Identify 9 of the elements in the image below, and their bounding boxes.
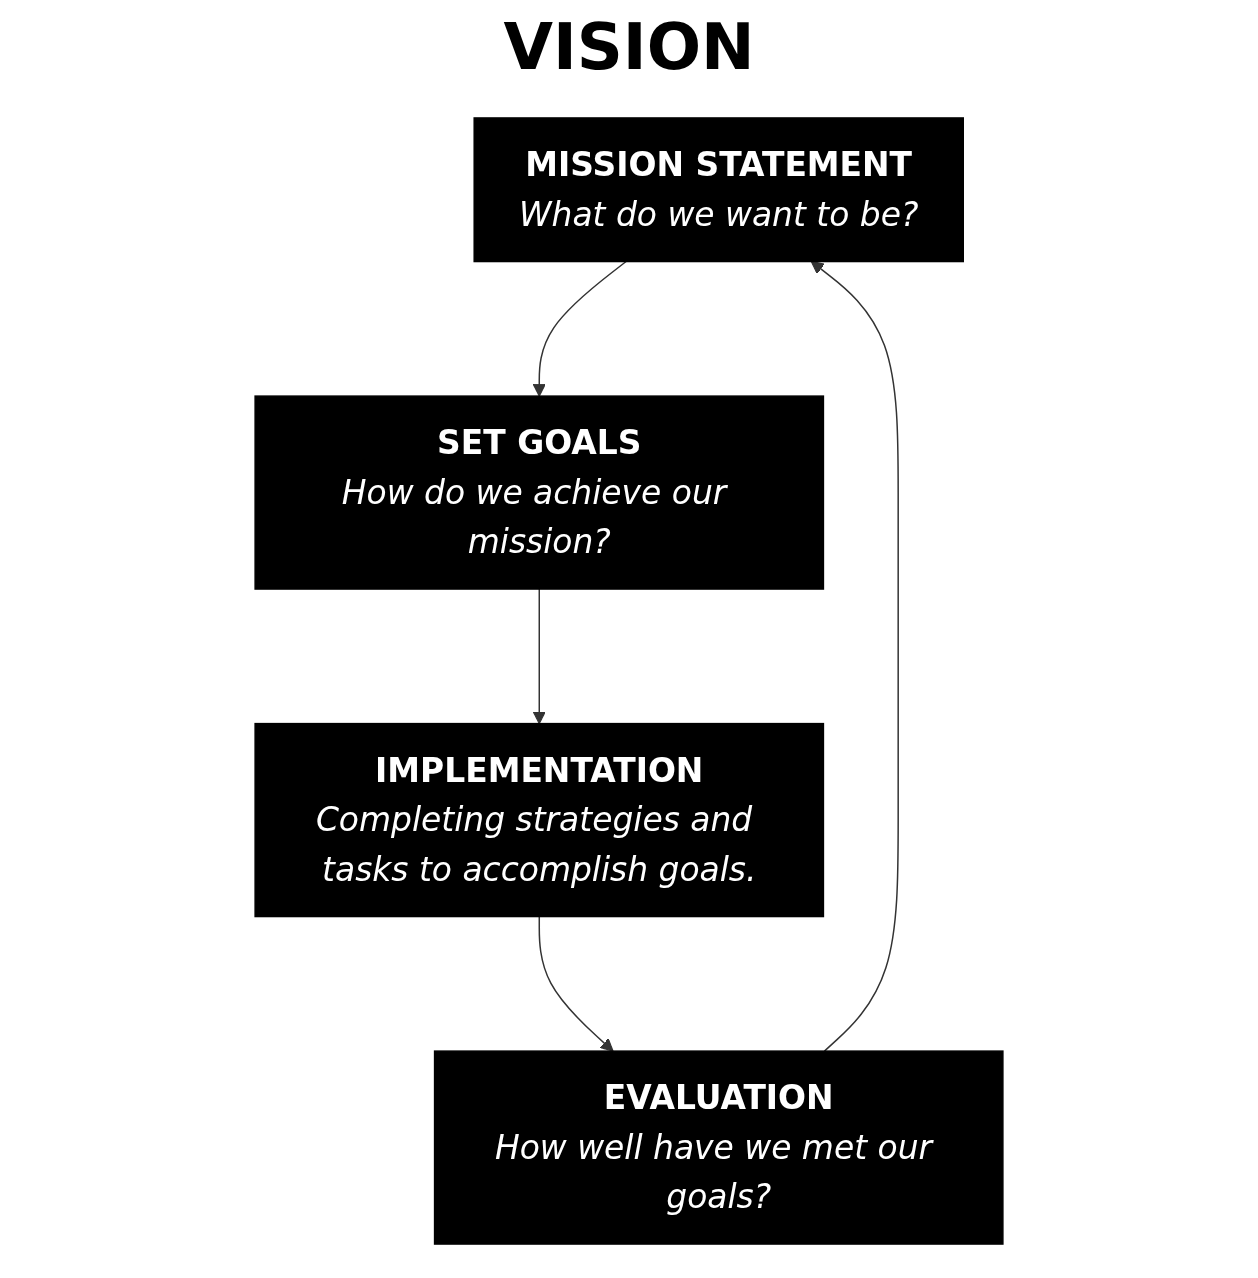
arrow [810,260,899,1052]
arrow [532,260,627,397]
node-box: EVALUATION How well have we met our goals? [433,1050,1004,1245]
node-box: SET GOALS How do we achieve our mission? [254,395,825,590]
arrow [538,915,614,1052]
node-box: IMPLEMENTATION Completing strategies and tasks to accomplish goals. [254,722,825,918]
center-heading: VISION [503,10,755,84]
node-box: MISSION STATEMENT What do we want to be? [473,117,964,263]
arrow [532,588,546,725]
